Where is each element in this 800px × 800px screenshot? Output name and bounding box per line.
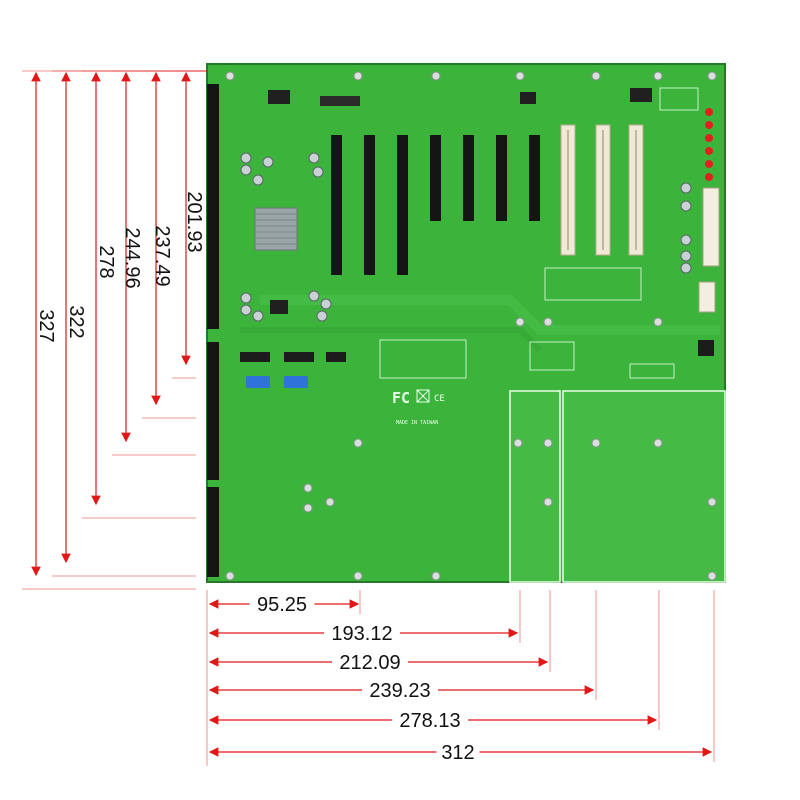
dimension-label: 244.96 xyxy=(121,227,143,288)
ic-chip xyxy=(320,96,360,106)
dimension-label: 193.12 xyxy=(331,623,392,645)
dimension-label: 239.23 xyxy=(369,680,430,702)
isa-slot-group xyxy=(331,135,540,275)
dimension-label-background xyxy=(249,592,315,614)
board-trace-band xyxy=(260,295,720,335)
dimension-label-background xyxy=(436,740,480,762)
dimension-label-background xyxy=(324,621,400,643)
horizontal-dimension-h212: 212.09 xyxy=(208,590,551,674)
sata-port xyxy=(284,376,308,388)
atx-power-connector xyxy=(702,187,720,267)
isa-slot xyxy=(463,135,474,221)
status-led-group xyxy=(705,108,713,181)
pin-header xyxy=(284,352,314,362)
dimension-label: 212.09 xyxy=(339,652,400,674)
mounting-hole-group xyxy=(225,71,717,581)
dimension-label: 278.13 xyxy=(399,710,460,732)
capacitor-group xyxy=(240,152,692,322)
ic-chip xyxy=(270,300,288,314)
vertical-dimension-v322: 322 xyxy=(52,70,207,577)
heatsink-chip xyxy=(254,207,298,251)
dimension-label-background xyxy=(392,708,468,730)
horizontal-dimension-group: 95.25 193.12 212.09 239.23 278.13 312 xyxy=(206,590,715,766)
horizontal-dimension-h95: 95.25 xyxy=(208,590,361,616)
dimension-label: 278 xyxy=(95,245,117,278)
ic-chip xyxy=(268,90,290,104)
status-led xyxy=(705,160,713,168)
status-led xyxy=(705,147,713,155)
dimension-label: 201.93 xyxy=(183,191,205,252)
horizontal-dimension-h278: 278.13 xyxy=(208,590,660,732)
sata-port xyxy=(246,376,270,388)
board-trace-band xyxy=(240,327,543,353)
riser-panel-wide xyxy=(562,390,726,583)
isa-slot xyxy=(364,135,375,275)
left-edge-connector xyxy=(207,342,219,480)
vertical-dimension-v201: 201.93 xyxy=(172,70,207,379)
status-led xyxy=(705,121,713,129)
dimension-label: 95.25 xyxy=(257,594,307,616)
isa-slot xyxy=(430,135,441,221)
left-edge-connector xyxy=(207,84,219,329)
pin-header xyxy=(698,340,714,356)
left-edge-connector xyxy=(207,487,219,577)
status-led xyxy=(705,134,713,142)
status-led xyxy=(705,108,713,116)
isa-slot xyxy=(331,135,342,275)
dimension-label: 237.49 xyxy=(151,225,173,286)
status-led xyxy=(705,173,713,181)
made-in-silkscreen: MADE IN TAIWAN xyxy=(396,420,438,426)
horizontal-dimension-h193: 193.12 xyxy=(208,590,521,645)
ic-chip xyxy=(520,92,536,104)
pci-slot-group xyxy=(560,124,644,256)
backplane-board: FC CE MADE IN TAIWAN xyxy=(206,63,726,583)
fcc-mark: FC xyxy=(392,389,410,407)
vertical-dimension-v327: 327 xyxy=(22,70,207,590)
dimension-label-background xyxy=(362,678,438,700)
horizontal-dimension-h239: 239.23 xyxy=(208,590,597,702)
pin-header xyxy=(326,352,346,362)
pin-header xyxy=(240,352,270,362)
riser-panel-narrow xyxy=(509,390,561,583)
ce-mark: CE xyxy=(434,394,445,404)
dimension-label-background xyxy=(332,650,408,672)
isa-slot xyxy=(397,135,408,275)
heatsink-fins xyxy=(255,213,297,245)
vertical-dimension-v278: 278 xyxy=(82,70,207,519)
isa-slot xyxy=(529,135,540,221)
ic-chip xyxy=(630,88,652,102)
silkscreen-table xyxy=(379,87,699,379)
dimension-label: 322 xyxy=(65,305,87,338)
weee-bin-icon xyxy=(416,389,430,403)
dimension-label: 312 xyxy=(441,742,474,764)
dimension-label: 327 xyxy=(35,309,57,342)
aux-power-connector xyxy=(698,281,716,313)
isa-slot xyxy=(496,135,507,221)
horizontal-dimension-h312: 312 xyxy=(208,590,715,764)
